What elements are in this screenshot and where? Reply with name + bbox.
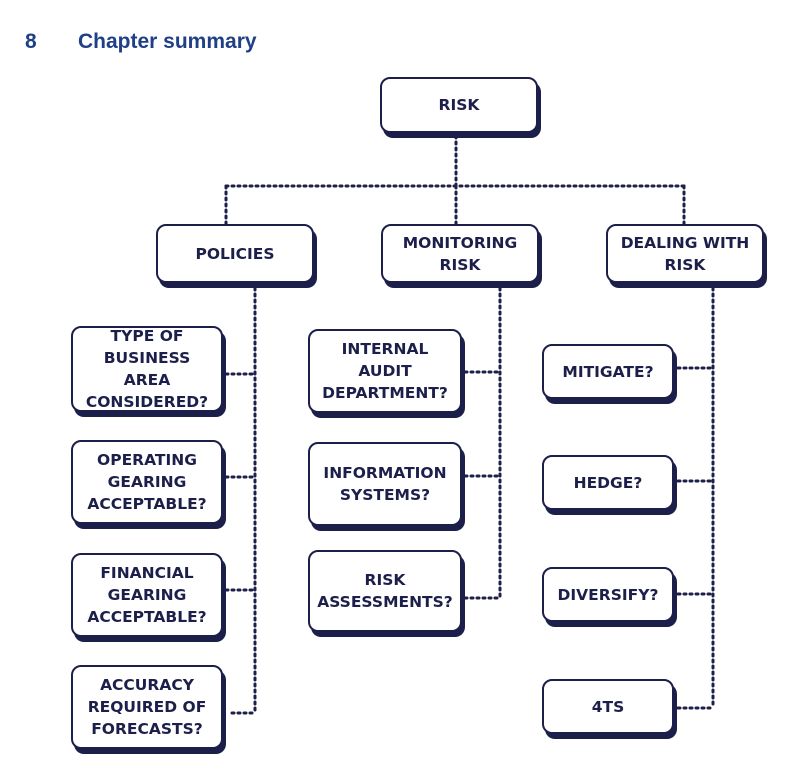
node-dealing-with-risk: DEALING WITH RISK [606,224,764,283]
node-risk: RISK [380,77,538,133]
node-label: MITIGATE? [562,362,654,381]
node-hedge: HEDGE? [542,455,674,510]
node-policies: POLICIES [156,224,314,283]
node-label: HEDGE? [573,473,643,492]
node-internal-audit: INTERNAL AUDIT DEPARTMENT? [308,329,462,413]
node-label: INFORMATION SYSTEMS? [323,464,447,504]
node-label: OPERATING GEARING ACCEPTABLE? [87,451,207,513]
node-label: MONITORING RISK [402,233,518,274]
node-label: RISK [438,96,480,114]
node-label: INTERNAL AUDIT DEPARTMENT? [322,340,448,402]
node-label: DEALING WITH RISK [620,233,750,274]
node-information-systems: INFORMATION SYSTEMS? [308,442,462,526]
node-label: POLICIES [195,244,275,263]
node-monitoring-risk: MONITORING RISK [381,224,539,283]
node-accuracy-of-forecasts: ACCURACY REQUIRED OF FORECASTS? [71,665,223,749]
node-operating-gearing: OPERATING GEARING ACCEPTABLE? [71,440,223,524]
node-type-of-business-area: TYPE OF BUSINESS AREA CONSIDERED? [71,326,223,412]
node-label: 4TS [591,697,625,716]
node-financial-gearing: FINANCIAL GEARING ACCEPTABLE? [71,553,223,637]
node-label: RISK ASSESSMENTS? [317,571,453,611]
node-risk-assessments: RISK ASSESSMENTS? [308,550,462,632]
node-label: DIVERSIFY? [557,585,659,604]
node-label: FINANCIAL GEARING ACCEPTABLE? [87,564,207,626]
chapter-title: Chapter summary [78,30,257,53]
node-4ts: 4TS [542,679,674,734]
node-diversify: DIVERSIFY? [542,567,674,622]
node-mitigate: MITIGATE? [542,344,674,399]
node-label: TYPE OF BUSINESS AREA CONSIDERED? [85,327,209,411]
chapter-number: 8 [25,30,37,53]
node-label: ACCURACY REQUIRED OF FORECASTS? [87,676,207,738]
